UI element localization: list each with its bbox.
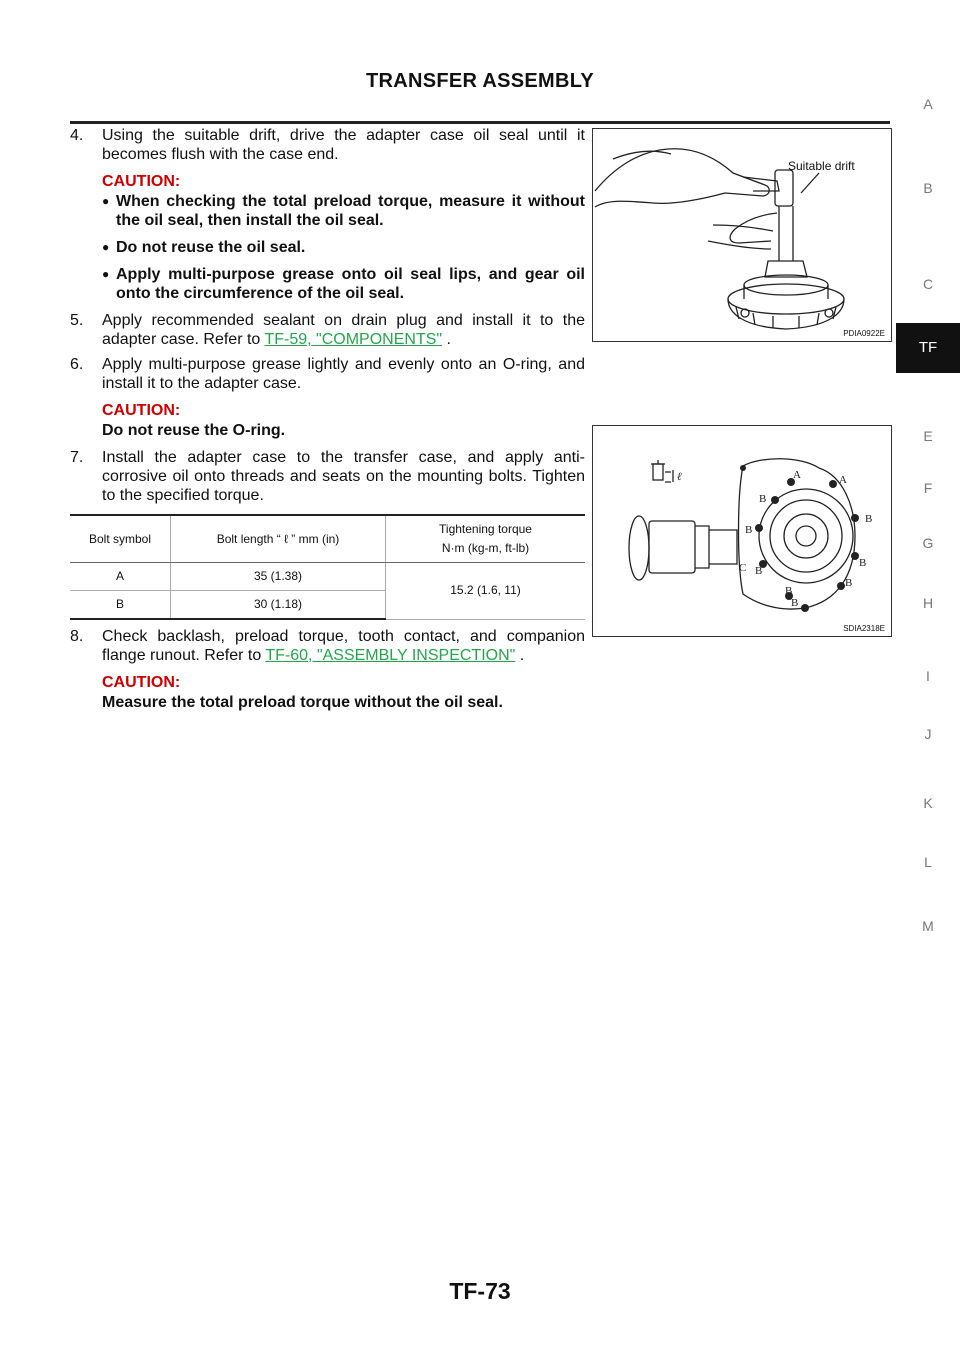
tab-e[interactable]: E: [923, 428, 933, 444]
step-number: 8.: [70, 628, 84, 645]
bolt-b-label: B: [759, 493, 766, 505]
step-text: Check backlash, preload torque, tooth co…: [102, 628, 585, 664]
tab-a[interactable]: A: [923, 96, 933, 112]
tab-i[interactable]: I: [926, 668, 930, 684]
tab-c[interactable]: C: [922, 276, 934, 292]
step-number: 7.: [70, 449, 84, 466]
figure-id: SDIA2318E: [843, 624, 885, 633]
torque-cell: 15.2 (1.6, 11): [385, 562, 585, 620]
tab-f[interactable]: F: [923, 480, 933, 496]
bolt-b-label: B: [845, 577, 852, 589]
caution-bullet: ● Do not reuse the oil seal.: [102, 238, 585, 257]
step-5: 5. Apply recommended sealant on drain pl…: [70, 311, 585, 349]
step-text: Install the adapter case to the transfer…: [102, 449, 585, 504]
bullet-dot-icon: ●: [102, 194, 110, 208]
header-bolt-length: Bolt length “ ℓ ” mm (in): [170, 515, 386, 563]
bolt-a-label: A: [839, 474, 847, 486]
tab-tf[interactable]: TF: [896, 323, 960, 373]
caution-text: Measure the total preload torque without…: [102, 694, 503, 711]
figure-id: PDIA0922E: [843, 329, 885, 338]
suitable-drift-label: Suitable drift: [788, 159, 855, 173]
bolt-b-label: B: [785, 585, 792, 597]
bolt-length-symbol: ℓ: [677, 471, 682, 483]
table-row: B 30 (1.18): [70, 590, 585, 620]
caution-text: Do not reuse the O-ring.: [102, 422, 286, 439]
drift-illustration: [594, 148, 845, 330]
step-text-suffix: .: [442, 331, 451, 348]
step-text-suffix: .: [515, 647, 525, 664]
caution-label: CAUTION:: [102, 173, 181, 190]
step-7: 7. Install the adapter case to the trans…: [70, 448, 585, 505]
torque-heading: Tightening torque: [439, 522, 532, 536]
procedure-content: 4. Using the suitable drift, drive the a…: [70, 126, 585, 720]
tab-h[interactable]: H: [922, 595, 934, 611]
caution-label: CAUTION:: [102, 674, 181, 691]
adapter-case-illustration: A A B B B B C B B B B ℓ: [628, 458, 872, 612]
step-number: 6.: [70, 356, 84, 373]
step-number: 4.: [70, 127, 84, 144]
step-8: 8. Check backlash, preload torque, tooth…: [70, 627, 585, 665]
step-text: Apply recommended sealant on drain plug …: [102, 312, 585, 348]
caution-bullet: ● When checking the total preload torque,…: [102, 192, 585, 230]
bolt-b-label: B: [865, 513, 872, 525]
tab-l[interactable]: L: [924, 854, 932, 870]
bolt-b-label: B: [791, 597, 798, 609]
bolt-symbol-cell: A: [70, 562, 171, 591]
tab-g[interactable]: G: [922, 535, 934, 551]
bullet-dot-icon: ●: [102, 267, 110, 281]
bolt-length-cell: 30 (1.18): [170, 590, 386, 620]
bullet-dot-icon: ●: [102, 240, 110, 254]
caution-label: CAUTION:: [102, 402, 181, 419]
bolt-a-label: A: [793, 469, 801, 481]
torque-units: N·m (kg-m, ft-lb): [441, 541, 530, 555]
step-number: 5.: [70, 312, 84, 329]
oil-seal-drift-figure: Suitable drift PDIA0922E: [592, 128, 892, 342]
tab-m[interactable]: M: [922, 918, 934, 934]
bolt-torque-table: Bolt symbol Bolt length “ ℓ ” mm (in) Ti…: [70, 514, 585, 620]
adapter-case-bolts-figure: A A B B B B C B B B B ℓ SDIA2318E: [592, 425, 892, 637]
caution-bullet: ● Apply multi-purpose grease onto oil sea…: [102, 265, 585, 303]
page-number: TF-73: [449, 1278, 511, 1304]
caution-bullet-text: Do not reuse the oil seal.: [116, 239, 306, 256]
page-title: TRANSFER ASSEMBLY: [365, 70, 595, 92]
bolt-b-label: B: [755, 565, 762, 577]
bolt-length-cell: 35 (1.38): [170, 562, 386, 591]
step-6: 6. Apply multi-purpose grease lightly an…: [70, 355, 585, 393]
bolt-c-label: C: [739, 562, 746, 574]
tab-k[interactable]: K: [923, 795, 933, 811]
bolt-b-label: B: [859, 557, 866, 569]
components-reference-link[interactable]: TF-59, "COMPONENTS": [264, 331, 443, 348]
tab-b[interactable]: B: [923, 180, 933, 196]
step-text: Using the suitable drift, drive the adap…: [102, 127, 585, 163]
header-bolt-symbol: Bolt symbol: [70, 515, 171, 563]
section-index-tabs: A B C TF E F G H I J K L M: [896, 0, 960, 1358]
tab-j[interactable]: J: [924, 726, 932, 742]
bolt-b-label: B: [745, 524, 752, 536]
step-4: 4. Using the suitable drift, drive the a…: [70, 126, 585, 164]
assembly-inspection-reference-link[interactable]: TF-60, "ASSEMBLY INSPECTION": [265, 647, 516, 664]
table-row: A 35 (1.38) 15.2 (1.6, 11): [70, 562, 585, 620]
bolt-symbol-cell: B: [70, 590, 171, 620]
step-text: Apply multi-purpose grease lightly and e…: [102, 356, 585, 392]
caution-bullet-text: Apply multi-purpose grease onto oil seal…: [116, 266, 585, 302]
title-rule: [70, 121, 890, 124]
caution-bullet-text: When checking the total preload torque, …: [116, 193, 585, 229]
